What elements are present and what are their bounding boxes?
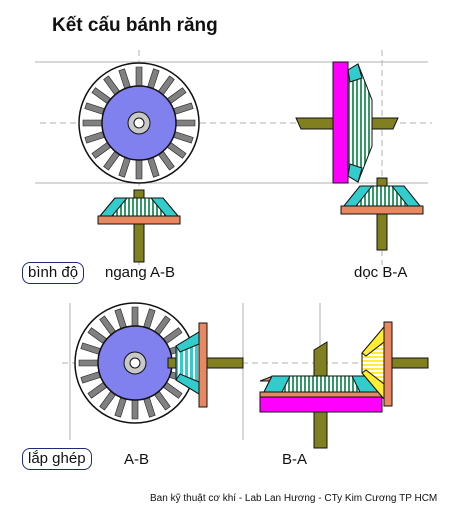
spur-gear-face-assembly	[74, 302, 244, 424]
bevel-gear-pair-assembly	[259, 321, 429, 449]
label-ngang-a-b: ngang A-B	[105, 264, 176, 281]
label-b-a: B-A	[282, 451, 308, 468]
label-a-b: A-B	[124, 451, 150, 468]
diagram-title: Kết cấu bánh răng	[52, 15, 218, 36]
spur-gear-face-top	[78, 62, 200, 184]
tag-lap-ghep: lắp ghép	[22, 448, 92, 470]
bevel-gear-side-top-right	[295, 61, 399, 184]
bevel-gear-side-bottom-right	[340, 177, 424, 251]
bevel-gear-side-bottom-left	[97, 189, 181, 263]
label-doc-b-a: dọc B-A	[354, 264, 408, 281]
credit-line: Ban kỹ thuật cơ khí - Lab Lan Hương - CT…	[150, 493, 438, 504]
tag-binh-do: bình độ	[22, 262, 85, 284]
